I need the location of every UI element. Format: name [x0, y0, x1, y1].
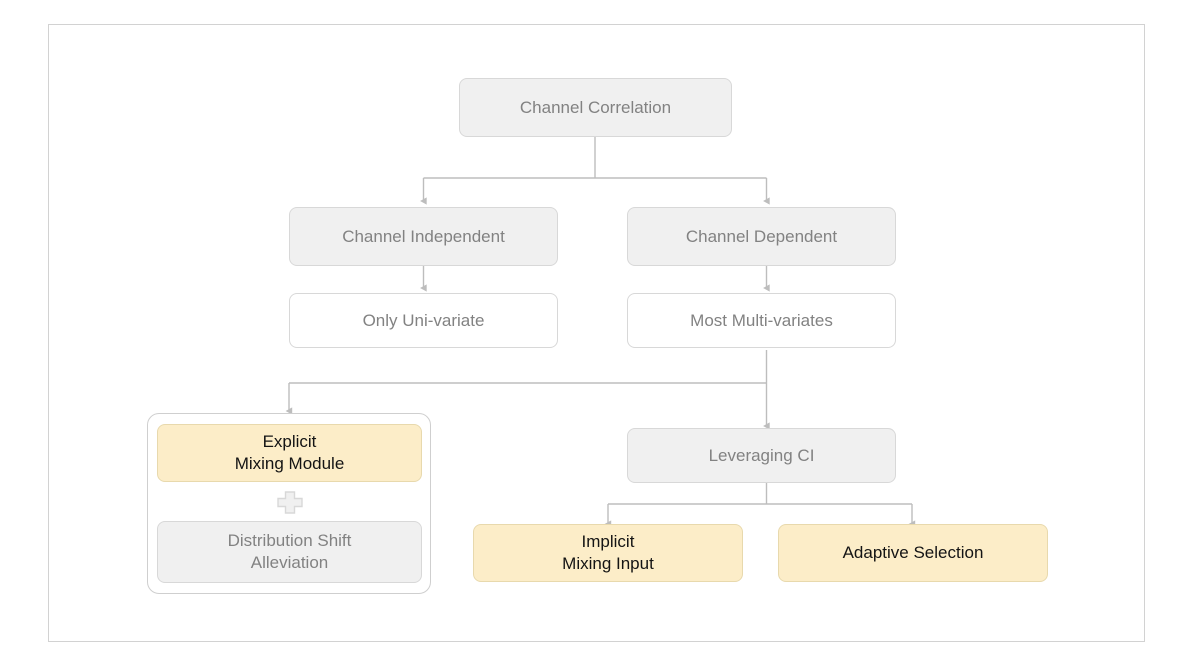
node-leveraging-ci[interactable]: Leveraging CI — [627, 428, 896, 483]
node-only-univariate[interactable]: Only Uni-variate — [289, 293, 558, 348]
node-channel-dependent[interactable]: Channel Dependent — [627, 207, 896, 266]
node-explicit-mixing-module[interactable]: Explicit Mixing Module — [157, 424, 422, 482]
node-channel-independent[interactable]: Channel Independent — [289, 207, 558, 266]
node-adaptive-selection[interactable]: Adaptive Selection — [778, 524, 1048, 582]
node-distribution-shift-alleviation[interactable]: Distribution Shift Alleviation — [157, 521, 422, 583]
plus-icon — [272, 487, 308, 517]
node-channel-correlation[interactable]: Channel Correlation — [459, 78, 732, 137]
node-implicit-mixing-input[interactable]: Implicit Mixing Input — [473, 524, 743, 582]
node-most-multivariates[interactable]: Most Multi-variates — [627, 293, 896, 348]
